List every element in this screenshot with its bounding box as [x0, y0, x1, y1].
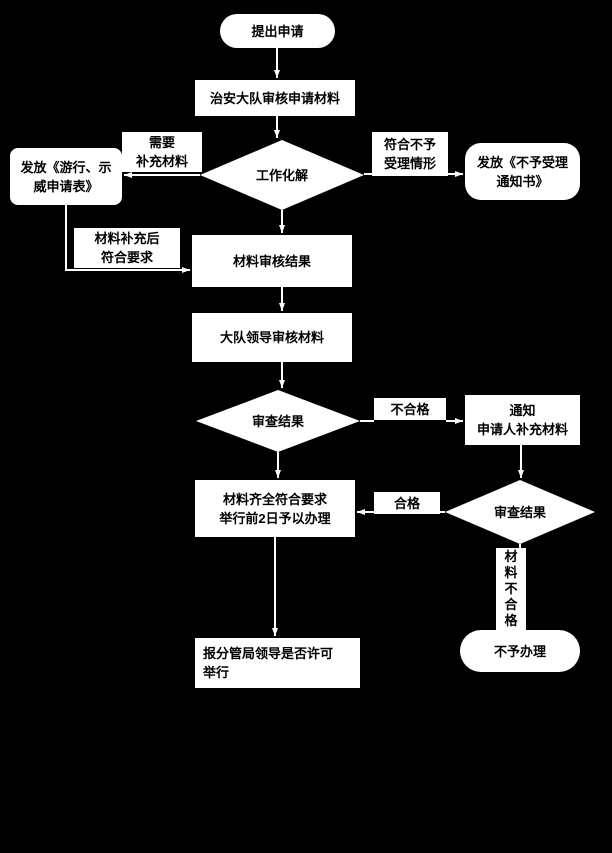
label-text: 威申请表》	[33, 178, 99, 194]
label-text: 大队领导审核材料	[219, 330, 324, 345]
after-supplement-label: 材料补充后 符合要求	[74, 228, 180, 268]
label-text: 材料补充后	[94, 231, 160, 246]
label-text: 需要	[148, 135, 175, 150]
start-node: 提出申请	[220, 14, 335, 48]
label-text: 申请人补充材料	[476, 422, 568, 437]
label-text: 治安大队审核申请材料	[209, 90, 340, 106]
meets-rejection-label: 符合不予 受理情形	[372, 132, 448, 178]
label-text: 举行	[203, 665, 230, 680]
label-text: 材料审核结果	[232, 253, 311, 269]
label-text: 审查结果	[493, 504, 546, 520]
materials-complete-node: 材料齐全符合要求 举行前2日予以办理	[195, 480, 355, 537]
not-processed-node: 不予办理	[460, 630, 580, 672]
unqualified-label: 不合格	[374, 398, 446, 422]
leader-review-node: 大队领导审核材料	[192, 313, 352, 362]
label-text: 受理情形	[383, 156, 436, 171]
label-text: 符合要求	[100, 250, 153, 265]
issue-application-form-node: 发放《游行、示 威申请表》	[10, 148, 122, 205]
label-text: 举行前2日予以办理	[219, 510, 331, 526]
label-text: 工作化解	[255, 167, 308, 183]
label-text: 通知	[509, 403, 536, 418]
label-text: 材料不合格	[504, 549, 518, 628]
need-supplement-label: 需要 补充材料	[122, 132, 202, 172]
label-text: 通知书》	[496, 173, 549, 189]
materials-unqualified-label: 材料不合格	[496, 548, 526, 630]
edge-form-material-result	[65, 205, 190, 273]
label-text: 补充材料	[135, 154, 188, 169]
label-text: 合格	[393, 495, 420, 511]
label-text: 符合不予	[383, 137, 436, 152]
issue-rejection-notice-node: 发放《不予受理 通知书》	[465, 143, 580, 200]
label-text: 材料齐全符合要求	[222, 491, 327, 507]
label-text: 报分管局领导是否许可	[203, 646, 334, 661]
label-text: 不予办理	[493, 643, 546, 659]
label-text: 审查结果	[251, 413, 304, 429]
label-text: 发放《不予受理	[476, 154, 568, 170]
label-text: 提出申请	[251, 23, 304, 39]
label-text: 发放《游行、示	[20, 159, 112, 175]
police-review-node: 治安大队审核申请材料	[195, 80, 355, 116]
notify-supplement-node: 通知 申请人补充材料	[465, 395, 580, 445]
material-review-result-node: 材料审核结果	[192, 235, 352, 287]
label-text: 不合格	[390, 401, 430, 417]
qualified-label: 合格	[374, 492, 440, 516]
report-leader-node: 报分管局领导是否许可 举行	[195, 638, 360, 688]
